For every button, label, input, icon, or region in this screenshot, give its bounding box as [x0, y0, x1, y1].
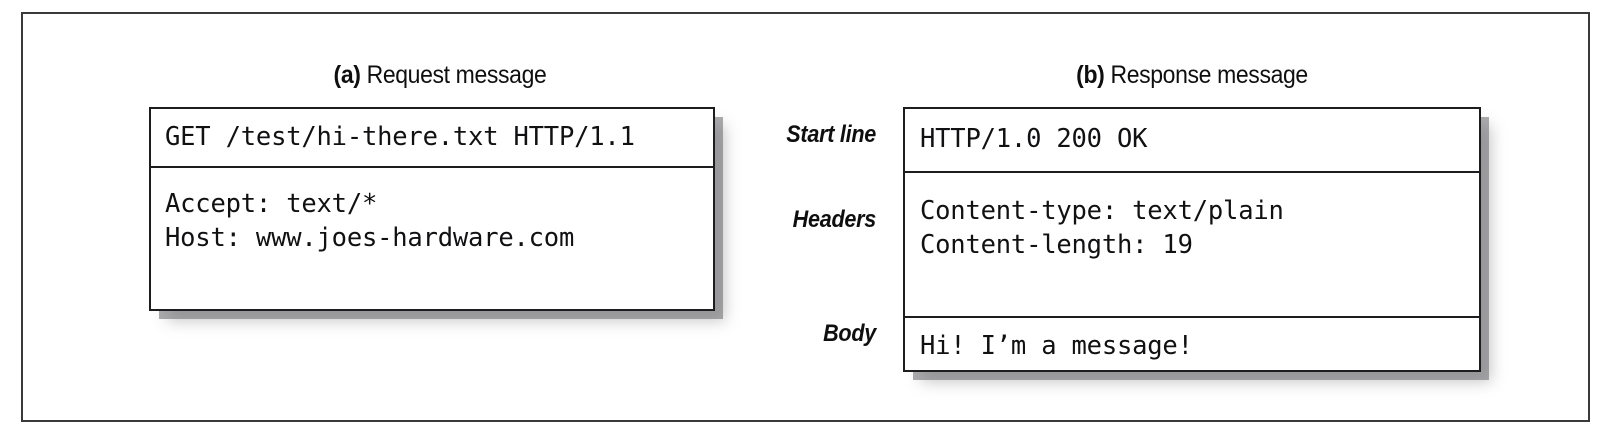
request-message-box: GET /test/hi-there.txt HTTP/1.1 Accept: …	[149, 107, 715, 311]
request-headers-section: Accept: text/* Host: www.joes-hardware.c…	[151, 166, 713, 311]
response-body-text: Hi! I’m a message!	[920, 331, 1193, 361]
label-headers: Headers	[792, 206, 877, 233]
response-start-line-section: HTTP/1.0 200 OK	[905, 109, 1479, 171]
figure-frame: (a) Request message (b) Response message…	[21, 12, 1590, 422]
response-headers-text: Content-type: text/plain Content-length:…	[920, 196, 1284, 260]
response-body-section: Hi! I’m a message!	[905, 316, 1479, 372]
request-start-line-text: GET /test/hi-there.txt HTTP/1.1	[165, 122, 635, 152]
caption-request-tag: (a)	[333, 61, 361, 89]
label-body: Body	[823, 320, 876, 347]
caption-request: (a) Request message	[172, 61, 707, 90]
label-start-line: Start line	[786, 121, 876, 148]
caption-response-tag: (b)	[1076, 61, 1105, 89]
request-headers-text: Accept: text/* Host: www.joes-hardware.c…	[165, 189, 575, 253]
caption-response-text: Response message	[1104, 61, 1308, 89]
caption-response: (b) Response message	[926, 61, 1458, 90]
response-start-line-text: HTTP/1.0 200 OK	[920, 124, 1148, 154]
response-headers-section: Content-type: text/plain Content-length:…	[905, 171, 1479, 316]
request-start-line-section: GET /test/hi-there.txt HTTP/1.1	[151, 109, 713, 166]
caption-request-text: Request message	[360, 61, 547, 89]
response-message-box: HTTP/1.0 200 OK Content-type: text/plain…	[903, 107, 1481, 372]
